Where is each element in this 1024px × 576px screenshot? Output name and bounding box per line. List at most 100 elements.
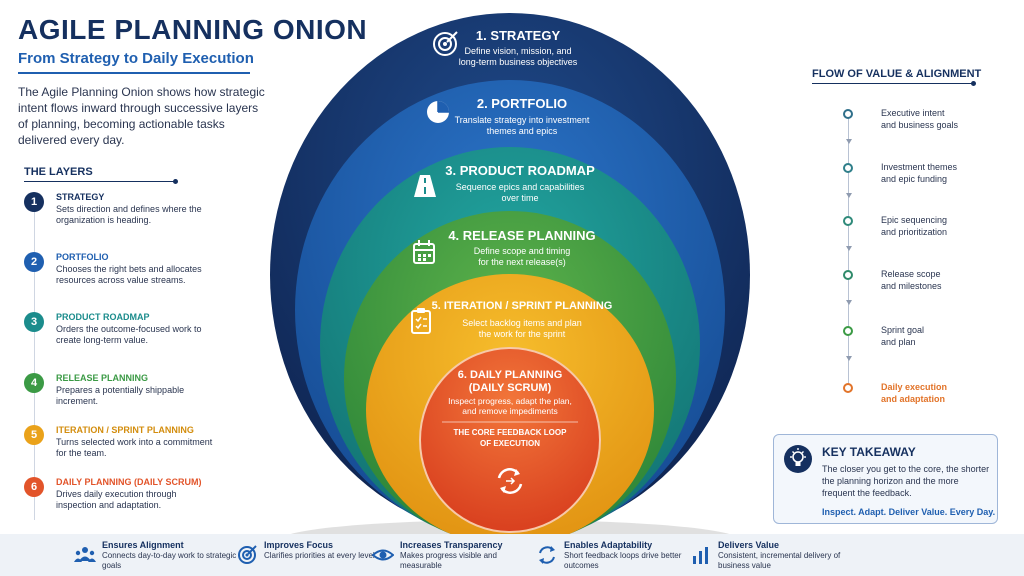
ring-description: Translate strategy into investment (455, 115, 590, 125)
ring-daily-planning (419, 347, 601, 533)
layer-number-badge: 3 (24, 312, 44, 332)
layer-name: PORTFOLIO (56, 252, 109, 262)
lightbulb-icon (784, 445, 812, 473)
planning-onion-diagram: 1. STRATEGY Define vision, mission, and … (270, 13, 750, 560)
layer-number-badge: 4 (24, 373, 44, 393)
benefit-description: Consistent, incremental delivery of busi… (718, 551, 841, 570)
target-icon (433, 31, 458, 56)
layers-rail (34, 205, 35, 520)
ring-title: 3. PRODUCT ROADMAP (445, 163, 595, 178)
flow-arrow-icon (846, 356, 852, 361)
key-takeaway-tagline: Inspect. Adapt. Deliver Value. Every Day… (822, 507, 996, 517)
eye-icon (372, 549, 394, 561)
layer-description: Chooses the right bets and allocates res… (56, 264, 202, 285)
ring-description: Define vision, mission, and (464, 46, 571, 56)
ring-description: Define scope and timing (474, 246, 571, 256)
cycle-icon (497, 468, 523, 494)
ring-description: for the next release(s) (478, 257, 566, 267)
flow-dot (843, 383, 853, 393)
core-description: Inspect progress, adapt the plan, (448, 396, 572, 406)
benefit-name: Increases Transparency (400, 540, 503, 550)
layer-description: Prepares a potentially shippable increme… (56, 385, 185, 406)
flow-dot (843, 216, 853, 226)
flow-dot (843, 163, 853, 173)
clipboard-icon (411, 308, 431, 334)
ring-title: 1. STRATEGY (476, 28, 561, 43)
flow-arrow-icon (846, 246, 852, 251)
layer-name: PRODUCT ROADMAP (56, 312, 150, 322)
key-takeaway-box: KEY TAKEAWAY The closer you get to the c… (773, 434, 998, 524)
core-description: and remove impediments (462, 406, 557, 416)
ring-description: the work for the sprint (479, 329, 566, 339)
benefit-name: Improves Focus (264, 540, 334, 550)
layers-heading: THE LAYERS (24, 166, 93, 178)
flow-rail (848, 114, 849, 390)
ring-description: over time (501, 193, 538, 203)
benefit-description: Short feedback loops drive better outcom… (564, 551, 682, 570)
flow-dot (843, 326, 853, 336)
layer-description: Drives daily execution through inspectio… (56, 489, 177, 510)
ring-title: 5. ITERATION / SPRINT PLANNING (432, 300, 613, 312)
flow-arrow-icon (846, 139, 852, 144)
layer-description: Orders the outcome-focused work to creat… (56, 324, 202, 345)
benefit-name: Enables Adaptability (564, 540, 653, 550)
page-subtitle: From Strategy to Daily Execution (18, 50, 254, 67)
core-loop-label: THE CORE FEEDBACK LOOP (454, 428, 568, 437)
benefit-name: Ensures Alignment (102, 540, 184, 550)
calendar-icon (413, 240, 435, 264)
layer-number-badge: 2 (24, 252, 44, 272)
flow-dot (843, 109, 853, 119)
layer-name: DAILY PLANNING (DAILY SCRUM) (56, 477, 202, 487)
core-loop-label: OF EXECUTION (480, 439, 540, 448)
benefit-description: Makes progress visible and measurable (400, 551, 497, 570)
road-icon (414, 175, 436, 197)
benefit-ensures-alignment: Ensures Alignment Connects day-to-day wo… (74, 538, 244, 574)
layers-divider (24, 179, 178, 184)
ring-title: 4. RELEASE PLANNING (448, 228, 595, 243)
benefit-description: Connects day-to-day work to strategic go… (102, 551, 237, 570)
layer-number-badge: 6 (24, 477, 44, 497)
layer-description: Turns selected work into a commitment fo… (56, 437, 213, 458)
ring-title: 2. PORTFOLIO (477, 96, 567, 111)
benefit-increases-transparency: Increases Transparency Makes progress vi… (372, 538, 542, 574)
benefit-description: Clarifies priorities at every level (264, 551, 375, 560)
key-takeaway-title: KEY TAKEAWAY (822, 445, 916, 459)
flow-arrow-icon (846, 300, 852, 305)
pie-chart-icon (427, 101, 449, 123)
ring-description: themes and epics (487, 126, 558, 136)
benefit-enables-adaptability: Enables Adaptability Short feedback loop… (536, 538, 706, 574)
layer-name: ITERATION / SPRINT PLANNING (56, 425, 194, 435)
ring-description: Select backlog items and plan (462, 318, 582, 328)
bar-chart-icon (693, 547, 708, 564)
flow-divider (812, 81, 976, 86)
flow-arrow-icon (846, 193, 852, 198)
benefit-name: Delivers Value (718, 540, 780, 550)
benefits-bar (0, 534, 1024, 576)
benefit-delivers-value: Delivers Value Consistent, incremental d… (690, 538, 860, 574)
ring-description: Sequence epics and capabilities (456, 182, 585, 192)
flow-dot (843, 270, 853, 280)
ring-description: long-term business objectives (459, 57, 578, 67)
layer-description: Sets direction and defines where the org… (56, 204, 202, 225)
layer-name: RELEASE PLANNING (56, 373, 149, 383)
layer-name: STRATEGY (56, 192, 105, 202)
core-title: 6. DAILY PLANNING (458, 369, 563, 381)
key-takeaway-text: The closer you get to the core, the shor… (822, 464, 990, 498)
page-title: AGILE PLANNING ONION (18, 14, 368, 45)
layer-number-badge: 5 (24, 425, 44, 445)
refresh-icon (539, 546, 555, 564)
flow-heading: FLOW OF VALUE & ALIGNMENT (812, 68, 982, 80)
benefit-improves-focus: Improves Focus Clarifies priorities at e… (236, 538, 406, 574)
title-divider (18, 72, 250, 74)
layer-number-badge: 1 (24, 192, 44, 212)
intro-text: The Agile Planning Onion shows how strat… (18, 85, 265, 147)
core-title: (DAILY SCRUM) (469, 382, 552, 394)
target-icon (238, 545, 257, 564)
people-icon (74, 547, 96, 562)
